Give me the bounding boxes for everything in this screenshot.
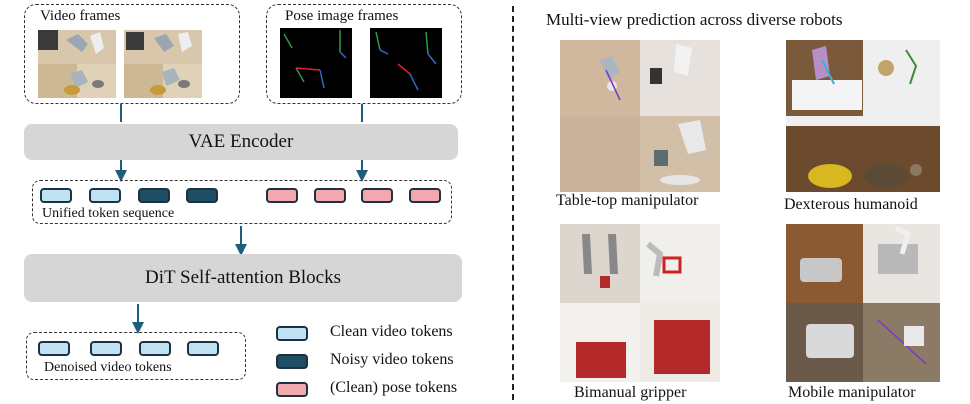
humanoid-caption: Dexterous humanoid bbox=[784, 196, 918, 213]
tabletop-caption: Table-top manipulator bbox=[556, 192, 699, 209]
clean-video-token bbox=[89, 188, 121, 203]
pose-frames-label: Pose image frames bbox=[285, 8, 399, 24]
pose-frames-box bbox=[266, 4, 462, 104]
pose-token bbox=[361, 188, 393, 203]
video-frame-1-illustration bbox=[38, 30, 116, 98]
humanoid-image bbox=[786, 40, 940, 192]
mobile-caption: Mobile manipulator bbox=[788, 384, 916, 401]
denoised-label: Denoised video tokens bbox=[44, 360, 172, 375]
bimanual-illustration bbox=[560, 224, 720, 382]
pose-token bbox=[409, 188, 441, 203]
denoised-token bbox=[139, 341, 171, 356]
pose-token bbox=[314, 188, 346, 203]
legend-noisy-label: Noisy video tokens bbox=[330, 351, 454, 368]
legend-pose-swatch bbox=[276, 382, 308, 397]
video-frames-box bbox=[24, 4, 240, 104]
mobile-illustration bbox=[786, 224, 940, 382]
vae-encoder-label: VAE Encoder bbox=[188, 131, 294, 152]
video-frame-2 bbox=[124, 30, 202, 98]
legend-clean-swatch bbox=[276, 326, 308, 341]
denoised-token bbox=[90, 341, 122, 356]
noisy-video-token bbox=[186, 188, 218, 203]
humanoid-illustration bbox=[786, 40, 940, 192]
video-frame-2-illustration bbox=[124, 30, 202, 98]
unified-token-box bbox=[32, 180, 452, 224]
bimanual-image bbox=[560, 224, 720, 382]
bimanual-caption: Bimanual gripper bbox=[574, 384, 687, 401]
legend-clean-label: Clean video tokens bbox=[330, 323, 453, 340]
denoised-token bbox=[38, 341, 70, 356]
clean-video-token bbox=[40, 188, 72, 203]
vae-encoder-block: VAE Encoder bbox=[24, 124, 458, 160]
unified-token-label: Unified token sequence bbox=[42, 206, 175, 221]
tabletop-image bbox=[560, 40, 720, 192]
section-divider bbox=[512, 6, 514, 400]
pose-frame-2-illustration bbox=[375, 31, 437, 91]
video-frame-1 bbox=[38, 30, 116, 98]
video-frames-label: Video frames bbox=[40, 8, 121, 24]
legend-pose-label: (Clean) pose tokens bbox=[330, 379, 458, 396]
noisy-video-token bbox=[138, 188, 170, 203]
dit-block: DiT Self-attention Blocks bbox=[24, 254, 462, 302]
pose-token bbox=[266, 188, 298, 203]
dit-label: DiT Self-attention Blocks bbox=[145, 267, 341, 288]
tabletop-illustration bbox=[560, 40, 720, 192]
pose-frame-2 bbox=[370, 28, 442, 98]
right-title: Multi-view prediction across diverse rob… bbox=[546, 10, 843, 29]
flow-arrows bbox=[115, 104, 368, 334]
legend-noisy-swatch bbox=[276, 354, 308, 369]
denoised-token-box bbox=[26, 332, 246, 380]
pose-frame-1 bbox=[280, 28, 352, 98]
mobile-image bbox=[786, 224, 940, 382]
pose-frame-1-illustration bbox=[283, 30, 347, 89]
denoised-token bbox=[187, 341, 219, 356]
